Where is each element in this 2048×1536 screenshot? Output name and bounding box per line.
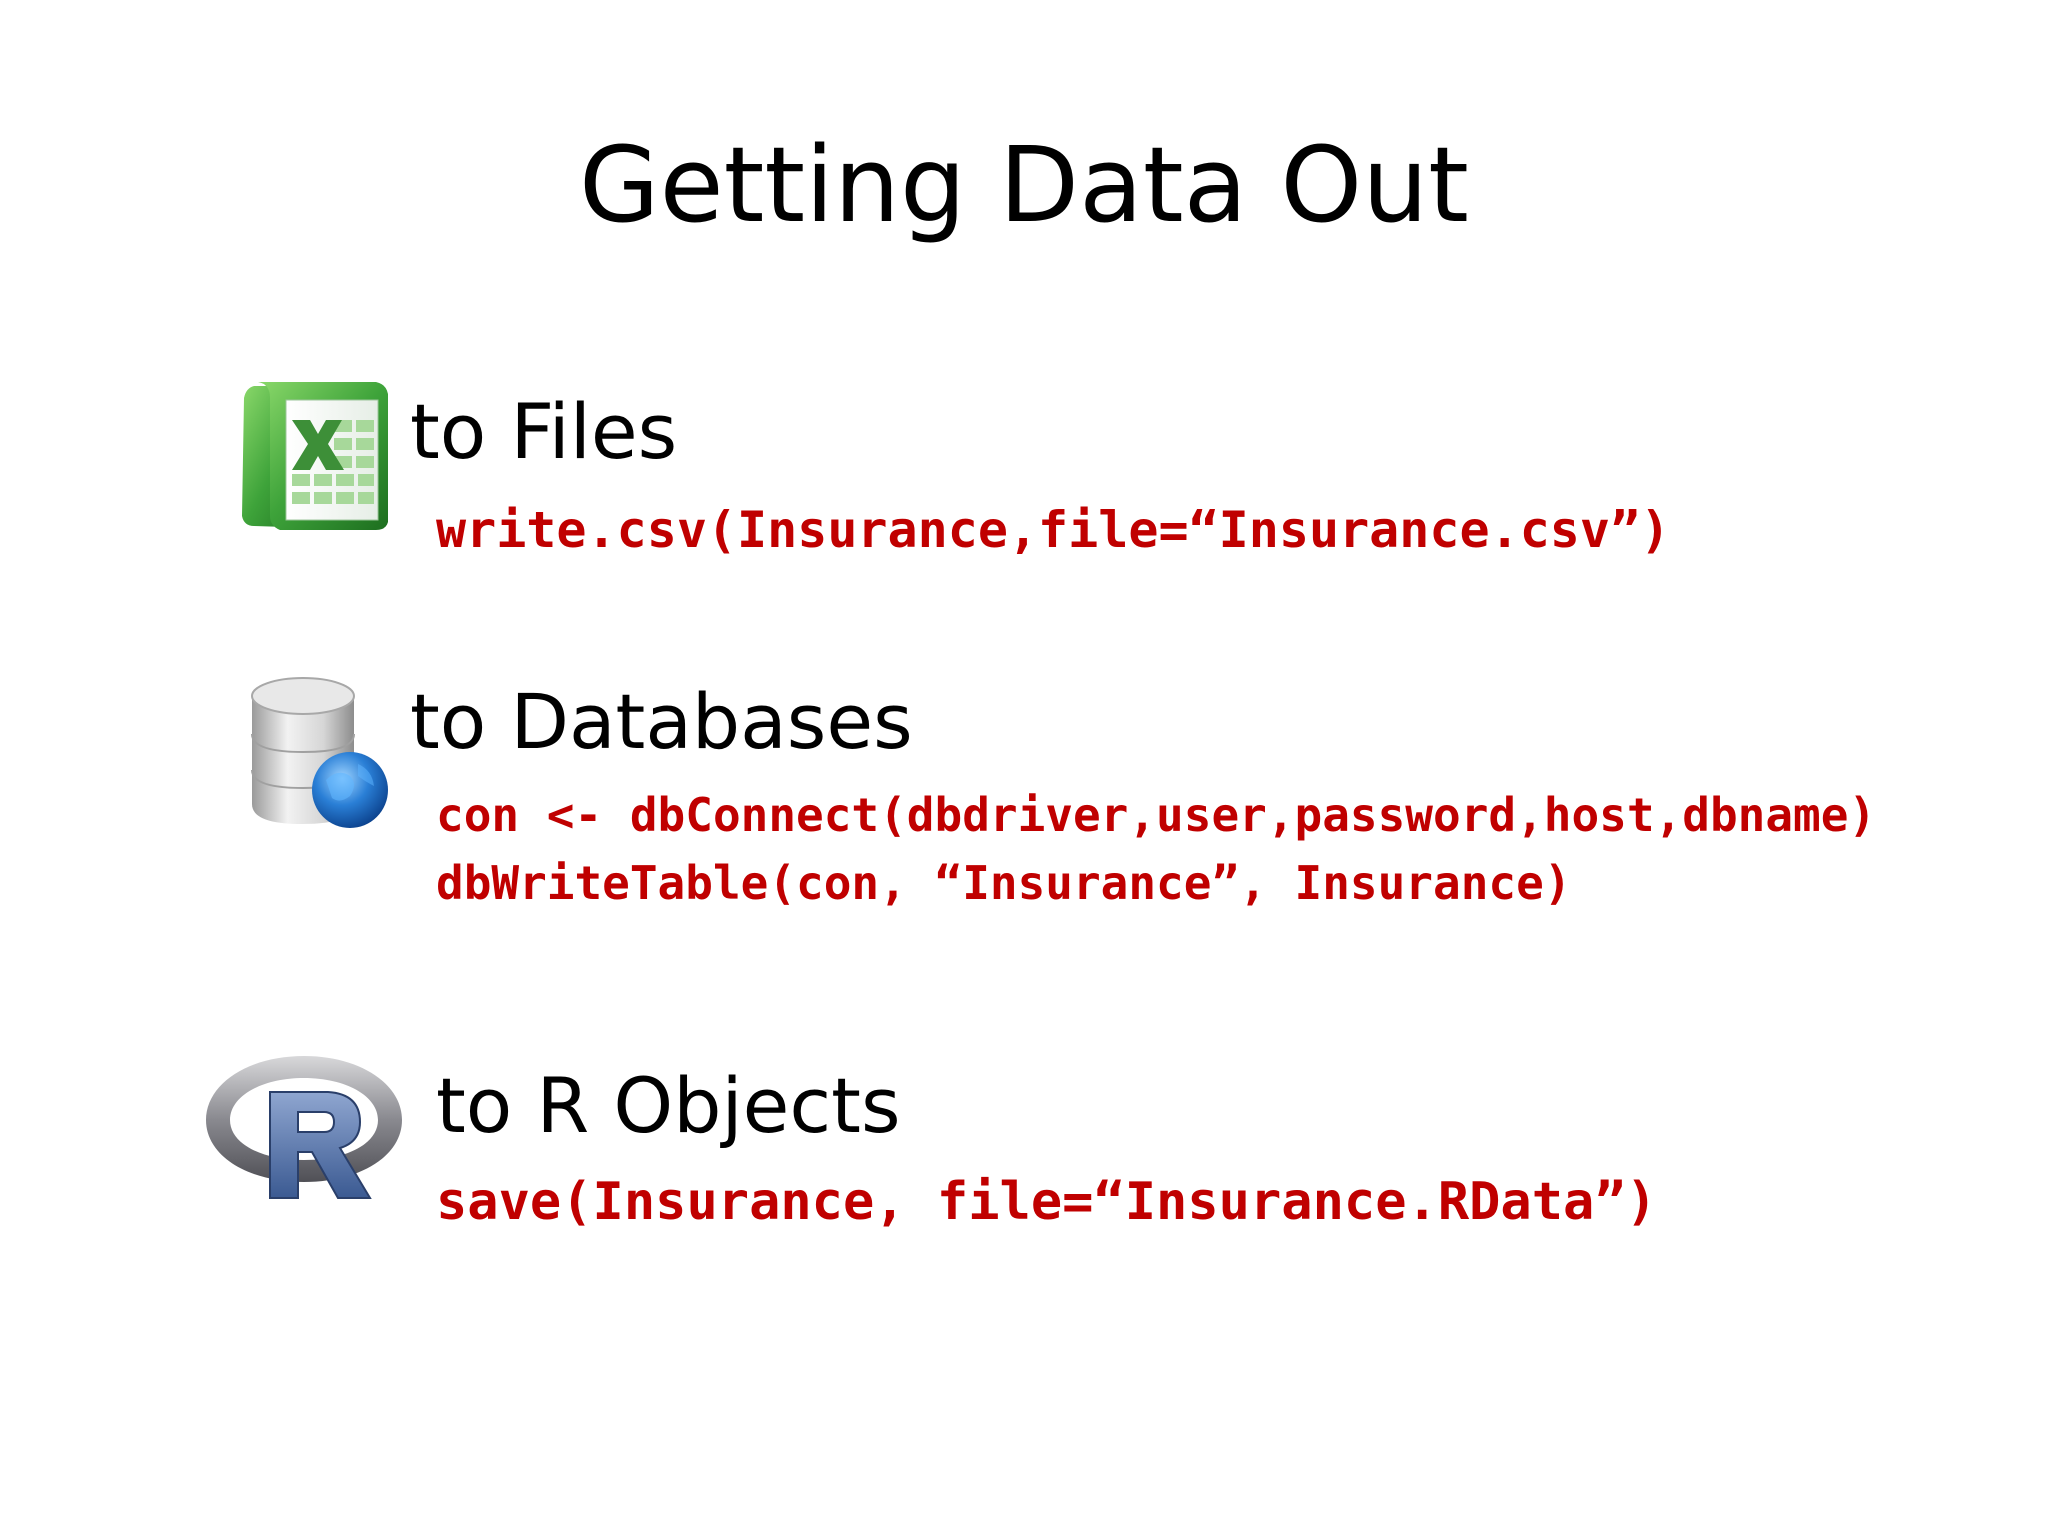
code-line-db-connect: con <- dbConnect(dbdriver,user,password,… <box>436 788 1877 842</box>
code-line-save: save(Insurance, file=“Insurance.RData”) <box>436 1172 1657 1232</box>
code-line-db-write-table: dbWriteTable(con, “Insurance”, Insurance… <box>436 856 1572 910</box>
spreadsheet-icon <box>236 376 396 536</box>
section-heading-databases: to Databases <box>410 677 913 766</box>
slide-title: Getting Data Out <box>579 124 1469 246</box>
section-heading-r-objects: to R Objects <box>436 1061 901 1150</box>
database-globe-icon <box>246 672 396 832</box>
code-line-write-csv: write.csv(Insurance,file=“Insurance.csv”… <box>436 501 1671 559</box>
r-logo-icon <box>204 1048 404 1208</box>
section-heading-files: to Files <box>410 387 678 476</box>
